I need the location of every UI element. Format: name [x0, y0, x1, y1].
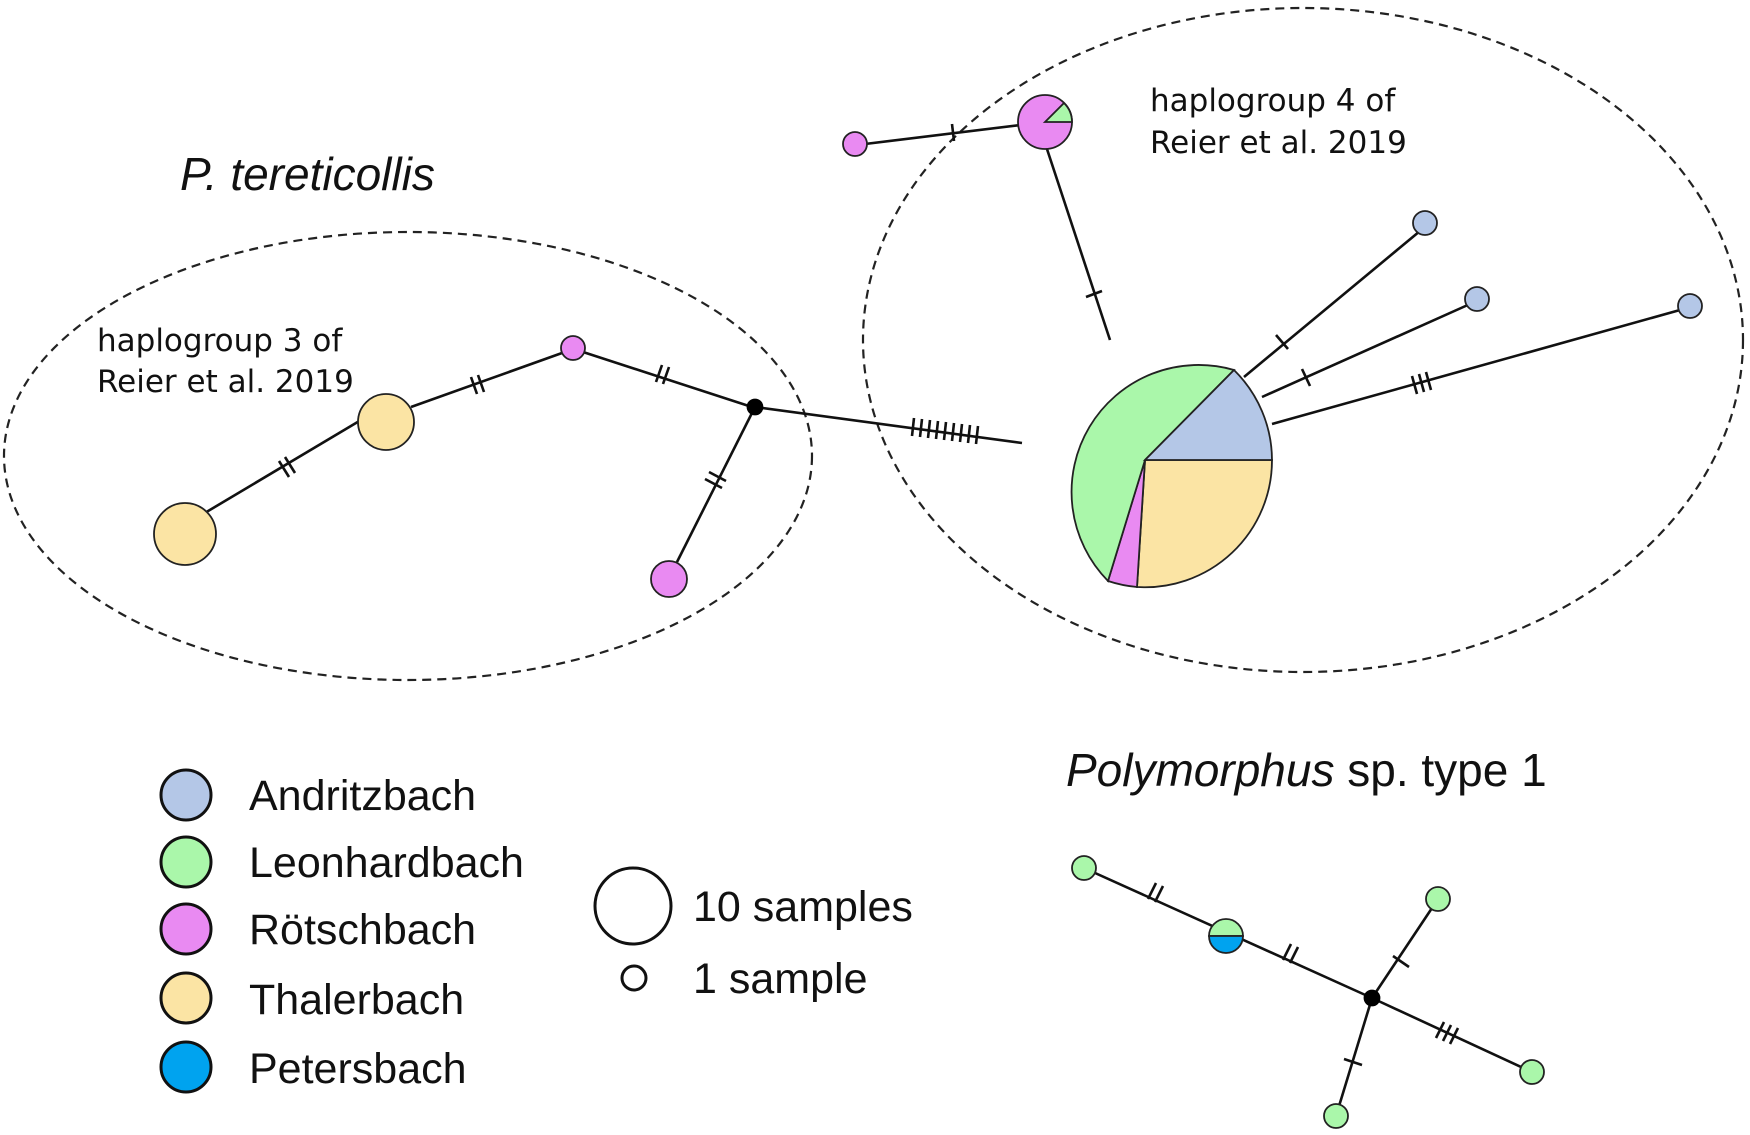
size-label-small: 1 sample — [693, 955, 867, 1003]
median-vector-node — [1363, 989, 1381, 1007]
edge — [1261, 302, 1471, 399]
edge — [754, 405, 1023, 445]
size-label-large: 10 samples — [693, 883, 913, 931]
haplotype-node — [1425, 886, 1451, 912]
edge — [1043, 142, 1112, 341]
legend-sizes: 10 samples 1 sample — [593, 866, 913, 1003]
haplotype-node — [1071, 855, 1097, 881]
pie-node-large — [1070, 364, 1273, 589]
species-title-tereticollis: P. tereticollis — [180, 148, 435, 200]
legend-swatch-andritzbach — [159, 768, 213, 822]
size-swatch-small — [620, 964, 648, 992]
edge — [1271, 308, 1681, 426]
edge — [410, 351, 563, 409]
haplogroup-4-boundary — [861, 6, 1745, 674]
haplotype-node — [1677, 293, 1703, 319]
haplotype-node — [560, 335, 586, 361]
edge — [192, 418, 362, 522]
legend-swatch-petersbach — [159, 1040, 213, 1094]
edge — [1370, 898, 1440, 999]
legend-sites: Andritzbach Leonhardbach Rötschbach Thal… — [159, 768, 524, 1094]
network-nodes — [153, 131, 1703, 598]
haplogroup-3-boundary — [2, 230, 814, 682]
haplotype-node — [1519, 1059, 1545, 1085]
species-title-rest: sp. type 1 — [1334, 744, 1546, 796]
haplotype-node — [650, 560, 688, 598]
species-title-polymorphus: Polymorphus sp. type 1 — [1066, 744, 1547, 796]
edge — [1243, 229, 1421, 379]
haplotype-node — [842, 131, 868, 157]
polymorphus-nodes — [1071, 855, 1545, 1129]
edge — [582, 350, 753, 409]
haplogroup-3-label-line1: haplogroup 3 of — [97, 323, 343, 359]
haplotype-node — [1464, 286, 1490, 312]
pie-node-split — [1208, 918, 1244, 954]
legend-swatch-leonhardbach — [159, 835, 213, 889]
mutation-ticks — [277, 123, 1433, 490]
haplotype-node — [1412, 210, 1438, 236]
haplotype-node — [1323, 1103, 1349, 1129]
legend-swatch-thalerbach — [159, 971, 213, 1025]
legend-label-andritzbach: Andritzbach — [249, 772, 476, 820]
edge — [1371, 996, 1533, 1074]
median-vector-node — [746, 398, 764, 416]
haplogroup-4-label-line1: haplogroup 4 of — [1150, 83, 1396, 119]
edge — [864, 120, 1046, 146]
polymorphus-edges — [1083, 866, 1533, 1117]
legend-swatch-rotschbach — [159, 902, 213, 956]
legend-label-leonhardbach: Leonhardbach — [249, 839, 524, 887]
polymorphus-ticks — [1146, 882, 1460, 1067]
legend-label-thalerbach: Thalerbach — [249, 976, 464, 1024]
edge — [1334, 997, 1374, 1117]
haplotype-node — [357, 393, 415, 451]
haplogroup-3-label-line2: Reier et al. 2019 — [97, 364, 354, 400]
legend-label-petersbach: Petersbach — [249, 1045, 467, 1093]
species-title-genus: Polymorphus — [1066, 744, 1334, 796]
legend-label-rotschbach: Rötschbach — [249, 906, 476, 954]
haplogroup-4-label-line2: Reier et al. 2019 — [1150, 125, 1407, 161]
haplotype-node — [153, 502, 217, 566]
pie-node-small — [1017, 94, 1073, 150]
size-swatch-large — [593, 866, 673, 946]
